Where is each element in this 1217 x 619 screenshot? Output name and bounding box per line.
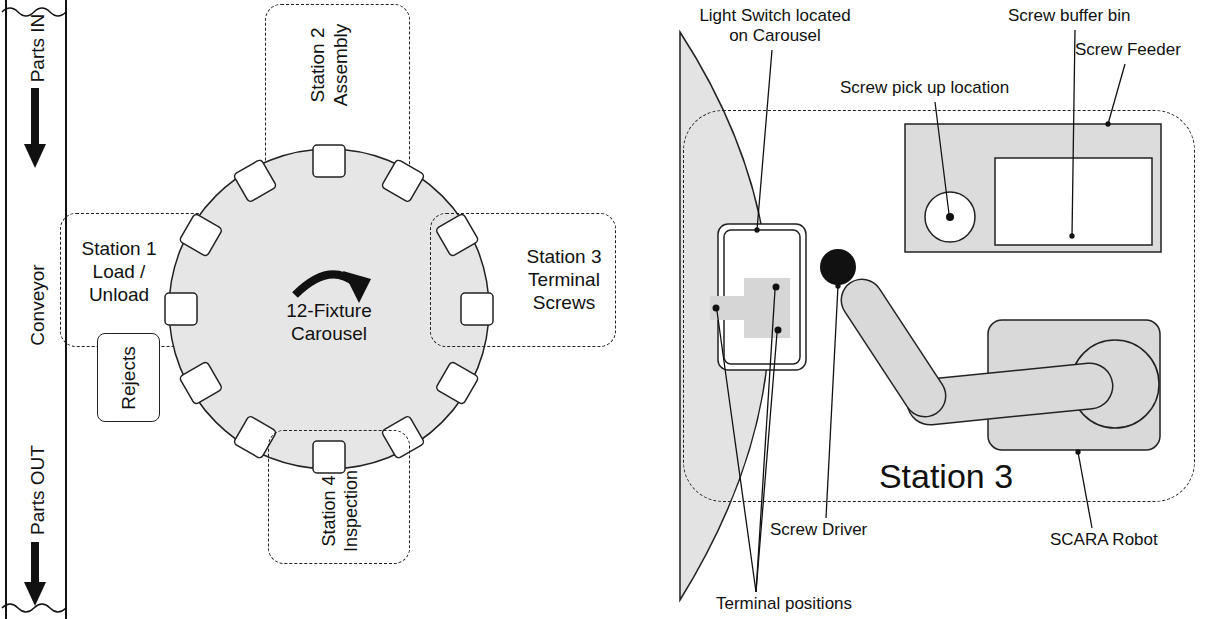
node-text: Station 1 Load / Unload [73, 238, 165, 306]
callout-label: Screw Feeder [1075, 40, 1195, 60]
node-text: 12-Fixture Carousel [274, 300, 384, 346]
node-text: Station 3 [846, 456, 1046, 497]
fixture [435, 361, 479, 405]
robot-link [862, 300, 925, 396]
screw-driver [820, 249, 856, 285]
node-text: Parts OUT [27, 430, 50, 550]
fixture [381, 159, 425, 203]
station-box: Station 4 Inspection [268, 430, 410, 564]
callout-label: Terminal positions [716, 594, 896, 614]
screw-feeder [905, 124, 1161, 252]
node-text: Station 4 Inspection [319, 461, 362, 561]
callout-label: Screw Driver [770, 520, 890, 540]
fixture [179, 361, 223, 405]
robot-link [930, 386, 1090, 402]
node-text: Conveyor [27, 245, 50, 365]
node-text: Station 3 Terminal Screws [518, 246, 610, 314]
callout-label: Screw pick up location [840, 78, 1040, 98]
fixture [313, 441, 345, 473]
node-text: Station 2 Assembly [307, 15, 353, 115]
robot-link [862, 300, 925, 396]
fixture [461, 293, 493, 325]
terminal [713, 284, 782, 334]
node-text: Parts IN [27, 0, 50, 103]
fixture [233, 415, 277, 459]
fixture [179, 213, 223, 257]
rotation-arrow [295, 274, 355, 295]
conveyor-band: Parts IN ConveyorParts OUT [5, 0, 67, 619]
callout-label: Screw buffer bin [1008, 6, 1158, 26]
pickup [925, 192, 975, 242]
node-text: Rejects [118, 338, 141, 418]
robot-link [930, 386, 1090, 402]
rejects-bin: Rejects [97, 333, 160, 422]
conveyor-break [2, 604, 66, 612]
station-region: Station 3 [683, 110, 1195, 502]
fixture [233, 159, 277, 203]
leader-line [717, 30, 1125, 592]
callout-label: SCARA Robot [1050, 530, 1180, 550]
fixture [381, 415, 425, 459]
fixture [435, 213, 479, 257]
rotation-arrow-head [343, 271, 371, 303]
carousel: 12-Fixture Carousel [168, 148, 490, 470]
fixture [313, 145, 345, 177]
fixture [165, 293, 197, 325]
station-box: Station 3 Terminal Screws [430, 213, 616, 347]
callout-label: Light Switch located on Carousel [690, 6, 860, 47]
pickup-dot [946, 213, 954, 221]
light-switch [710, 278, 790, 338]
